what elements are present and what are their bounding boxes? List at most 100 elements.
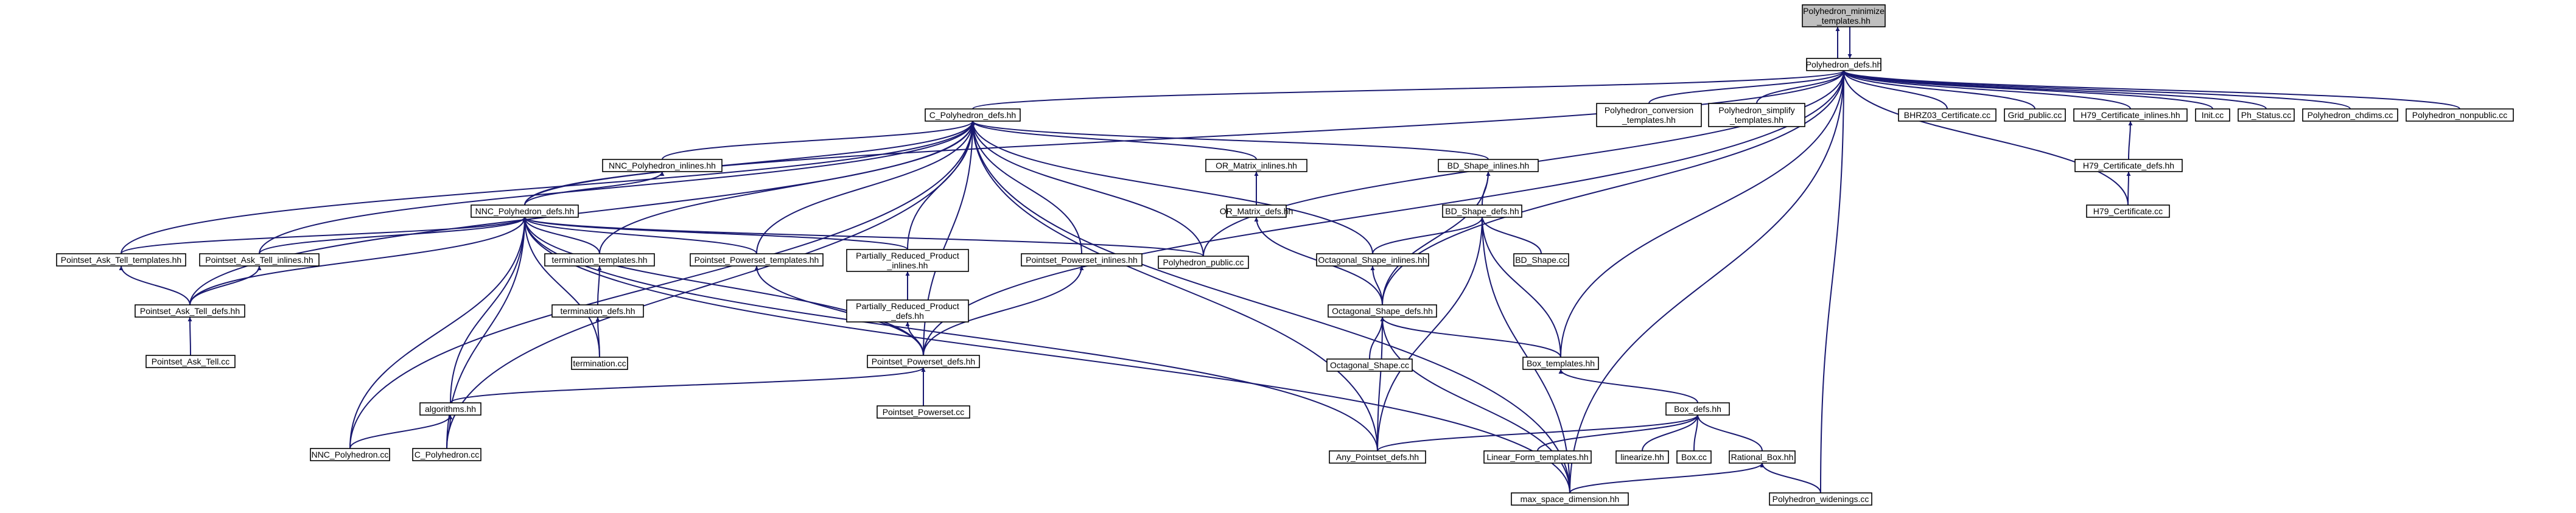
node-ppub[interactable]: Polyhedron_public.cc	[1158, 256, 1249, 269]
node-pwid[interactable]: Polyhedron_widenings.cc	[1769, 492, 1872, 506]
node-label-line: Polyhedron_simplify	[1718, 105, 1794, 115]
dependency-arrow	[1841, 70, 2351, 110]
dependency-arrow	[970, 120, 1257, 160]
node-label-line: Box_defs.hh	[1674, 404, 1721, 414]
node-patcc[interactable]: Pointset_Ask_Tell.cc	[145, 355, 236, 368]
edge-termcc-to-termd	[595, 316, 600, 358]
node-bdscc[interactable]: BD_Shape.cc	[1513, 253, 1569, 267]
node-rboxh[interactable]: Rational_Box.hh	[1729, 450, 1796, 464]
node-label-line: OR_Matrix_inlines.hh	[1216, 161, 1297, 170]
node-ormi[interactable]: OR_Matrix_inlines.hh	[1205, 159, 1307, 172]
node-msd[interactable]: max_space_dimension.hh	[1511, 492, 1629, 506]
edge-boxd-to-boxt	[1558, 369, 1698, 403]
edge-boxt-to-osd	[1380, 316, 1561, 358]
node-label-line: termination_templates.hh	[551, 255, 647, 265]
dependency-arrow	[1841, 70, 2129, 206]
node-box	[846, 299, 969, 323]
node-psimp[interactable]: Polyhedron_simplify_templates.hh	[1708, 103, 1805, 127]
node-label-line: Pointset_Ask_Tell_defs.hh	[140, 306, 240, 316]
node-label-line: _defs.hh	[891, 311, 924, 321]
node-bdsd[interactable]: BD_Shape_defs.hh	[1442, 204, 1522, 218]
edge-ppi-to-cpdefs	[970, 120, 1082, 254]
node-label-line: Polyhedron_defs.hh	[1806, 60, 1882, 69]
node-prpd[interactable]: Partially_Reduced_Product_defs.hh	[846, 299, 969, 323]
node-label-line: Init.cc	[2202, 110, 2224, 120]
node-ppt[interactable]: Pointset_Powerset_templates.hh	[690, 253, 824, 267]
node-gridp[interactable]: Grid_public.cc	[2004, 108, 2066, 122]
node-box	[1316, 253, 1429, 267]
node-h79c[interactable]: H79_Certificate.cc	[2086, 204, 2170, 218]
node-box	[419, 402, 481, 416]
node-box	[1708, 103, 1805, 127]
edge-algo-to-nncpd	[450, 217, 527, 403]
node-ppcc[interactable]: Pointset_Powerset.cc	[877, 405, 970, 419]
node-boxt[interactable]: Box_templates.hh	[1522, 357, 1599, 370]
node-label-line: Polyhedron_nonpublic.cc	[2412, 110, 2507, 120]
node-box	[56, 253, 186, 267]
node-pconv[interactable]: Polyhedron_conversion_templates.hh	[1596, 103, 1702, 127]
edge-patd-to-cpdefs	[189, 120, 975, 305]
edges-layer	[119, 26, 2460, 494]
dependency-arrow	[970, 120, 1204, 257]
node-label-line: Polyhedron_chdims.cc	[2308, 110, 2393, 120]
node-box	[1665, 402, 1730, 416]
node-termt[interactable]: termination_templates.hh	[544, 253, 655, 267]
node-patt[interactable]: Pointset_Ask_Tell_templates.hh	[56, 253, 186, 267]
edge-ppd-to-ppt	[754, 265, 924, 356]
dependency-arrow	[522, 217, 1204, 257]
node-boxcc[interactable]: Box.cc	[1676, 450, 1712, 464]
node-apd[interactable]: Any_Pointset_defs.hh	[1329, 450, 1426, 464]
node-patd[interactable]: Pointset_Ask_Tell_defs.hh	[135, 304, 245, 318]
node-bdsi[interactable]: BD_Shape_inlines.hh	[1438, 159, 1539, 172]
dependency-arrow	[446, 414, 453, 449]
node-h79ci[interactable]: H79_Certificate_inlines.hh	[2073, 108, 2188, 122]
node-termd[interactable]: termination_defs.hh	[551, 304, 644, 318]
dependency-arrow	[970, 120, 1373, 254]
node-osi[interactable]: Octagonal_Shape_inlines.hh	[1316, 253, 1429, 267]
node-ormd[interactable]: OR_Matrix_defs.hh	[1220, 204, 1293, 218]
node-lft[interactable]: Linear_Form_templates.hh	[1483, 450, 1592, 464]
node-nncpd[interactable]: NNC_Polyhedron_defs.hh	[471, 204, 579, 218]
edge-apd-to-osd	[1377, 316, 1385, 452]
node-label-line: NNC_Polyhedron_inlines.hh	[609, 161, 716, 170]
node-boxd[interactable]: Box_defs.hh	[1665, 402, 1730, 416]
node-label-line: Linear_Form_templates.hh	[1486, 452, 1588, 462]
node-termcc[interactable]: termination.cc	[571, 357, 628, 370]
node-h79cd[interactable]: H79_Certificate_defs.hh	[2074, 159, 2183, 172]
node-algo[interactable]: algorithms.hh	[419, 402, 481, 416]
node-cpcc[interactable]: C_Polyhedron.cc	[412, 448, 481, 461]
edge-ppd-to-ppi	[923, 265, 1084, 356]
node-pchd[interactable]: Polyhedron_chdims.cc	[2302, 108, 2398, 122]
dependency-arrow	[754, 265, 924, 356]
dependency-arrow	[595, 316, 600, 358]
node-label-line: Ph_Status.cc	[2241, 110, 2292, 120]
node-label-line: _templates.hh	[1729, 115, 1783, 125]
edge-bdsi-to-cpdefs	[970, 120, 1489, 160]
node-pdefs[interactable]: Polyhedron_defs.hh	[1806, 58, 1882, 71]
node-box	[412, 448, 481, 461]
edge-ppd-to-nncpd	[522, 217, 924, 356]
node-pati[interactable]: Pointset_Ask_Tell_inlines.hh	[199, 253, 320, 267]
node-init[interactable]: Init.cc	[2195, 108, 2230, 122]
node-bhrz[interactable]: BHRZ03_Certificate.cc	[1898, 108, 1997, 122]
node-nncpcc[interactable]: NNC_Polyhedron.cc	[310, 448, 390, 461]
node-nncpi[interactable]: NNC_Polyhedron_inlines.hh	[602, 159, 723, 172]
node-box	[199, 253, 320, 267]
edge-pchd-to-pdefs	[1841, 70, 2351, 110]
node-ppd[interactable]: Pointset_Powerset_defs.hh	[867, 355, 980, 368]
node-label-line: linearize.hh	[1620, 452, 1664, 462]
node-prpi[interactable]: Partially_Reduced_Product_inlines.hh	[846, 249, 969, 272]
node-pnonp[interactable]: Polyhedron_nonpublic.cc	[2406, 108, 2514, 122]
node-oscc[interactable]: Octagonal_Shape.cc	[1326, 358, 1413, 372]
node-label-line: Pointset_Powerset.cc	[883, 407, 965, 417]
dependency-arrow	[970, 120, 1570, 494]
node-label-line: Box.cc	[1681, 452, 1707, 462]
edge-cpcc-to-cpdefs	[446, 120, 975, 449]
node-ppi[interactable]: Pointset_Powerset_inlines.hh	[1021, 253, 1143, 267]
node-cpdefs[interactable]: C_Polyhedron_defs.hh	[925, 108, 1021, 122]
node-osd[interactable]: Octagonal_Shape_defs.hh	[1328, 304, 1437, 318]
node-phstat[interactable]: Ph_Status.cc	[2238, 108, 2295, 122]
node-label-line: Octagonal_Shape.cc	[1330, 360, 1409, 370]
node-linea[interactable]: linearize.hh	[1615, 450, 1669, 464]
dependency-arrow	[121, 120, 975, 254]
